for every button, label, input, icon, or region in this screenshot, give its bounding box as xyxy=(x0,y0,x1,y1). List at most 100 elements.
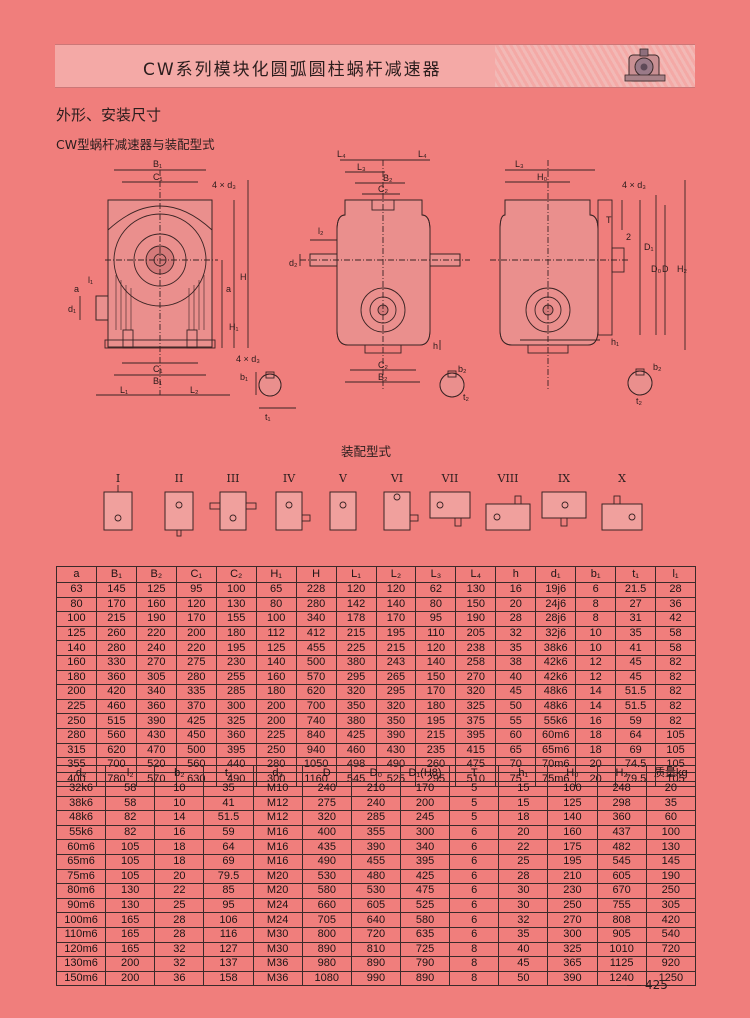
table-cell: 32k6 xyxy=(55,781,107,797)
table-cell: 60 xyxy=(495,727,537,744)
table-cell: 112 xyxy=(255,625,297,642)
column-header: B₁ xyxy=(95,566,137,583)
table-cell: 705 xyxy=(301,912,352,928)
table-cell: M16 xyxy=(252,839,303,855)
table-cell: 60 xyxy=(645,810,697,826)
table-cell: 280 xyxy=(95,640,137,656)
table-cell: 48k6 xyxy=(535,698,577,715)
label-c1-bottom: C₁ xyxy=(153,364,163,374)
table-cell: 530 xyxy=(350,883,401,899)
table-cell: 580 xyxy=(301,883,352,899)
table-cell: 350 xyxy=(335,698,377,715)
table-cell: 137 xyxy=(203,956,254,972)
table-cell: 240 xyxy=(135,640,177,656)
label-d3-bottom: 4 × d₃ xyxy=(236,354,260,364)
table-cell: 530 xyxy=(301,868,352,885)
table-cell: 335 xyxy=(175,684,217,700)
table-cell: 42 xyxy=(655,611,696,627)
table-cell: 82 xyxy=(655,698,696,715)
table-cell: 605 xyxy=(350,897,401,914)
table-cell: 105 xyxy=(105,868,156,885)
table-cell: 69 xyxy=(203,853,254,870)
column-header: C₁ xyxy=(175,566,217,583)
table-cell: 35 xyxy=(615,625,657,642)
table-cell: 32 xyxy=(154,956,205,972)
table-cell: 48k6 xyxy=(55,810,107,826)
table-cell: 230 xyxy=(547,883,598,899)
table-cell: 35 xyxy=(495,640,537,656)
table-cell: 125 xyxy=(135,582,177,598)
label-d1-flange: D₁ xyxy=(644,242,654,252)
table-cell: 360 xyxy=(95,669,137,686)
table-cell: 320 xyxy=(301,810,352,826)
table-cell: 50 xyxy=(495,698,537,715)
table-cell: 120 xyxy=(175,596,217,613)
table-cell: 160 xyxy=(547,824,598,841)
table-cell: 170 xyxy=(95,596,137,613)
table-cell: 120m6 xyxy=(55,941,107,958)
table-cell: 160 xyxy=(255,669,297,686)
table-cell: 82 xyxy=(655,669,696,686)
table-cell: 285 xyxy=(215,684,257,700)
table-cell: 106 xyxy=(203,912,254,928)
table-cell: 235 xyxy=(415,742,457,759)
table-cell: 325 xyxy=(455,698,497,715)
table-cell: 120 xyxy=(375,582,417,598)
table-cell: 380 xyxy=(335,713,377,729)
assembly-icons xyxy=(103,485,643,537)
table-cell: 40 xyxy=(498,941,549,958)
table-cell: 620 xyxy=(295,684,337,700)
flange-view xyxy=(490,160,686,390)
table-cell: 412 xyxy=(295,625,337,642)
label-l1-small: l₁ xyxy=(88,275,93,285)
column-header: L₁ xyxy=(335,566,377,583)
table-cell: 35 xyxy=(645,795,697,812)
table-cell: 480 xyxy=(350,868,401,885)
table-cell: 75m6 xyxy=(55,868,107,885)
header-banner: CW系列模块化圆弧圆柱蜗杆减速器 xyxy=(55,44,695,88)
table-cell: 810 xyxy=(350,941,401,958)
table-cell: 570 xyxy=(295,669,337,686)
table-cell: 15 xyxy=(498,781,549,797)
table-cell: 240 xyxy=(350,795,401,812)
table-cell: 165 xyxy=(105,941,156,958)
table-cell: 200 xyxy=(255,713,297,729)
table-cell: 140 xyxy=(375,596,417,613)
keyway-detail-left xyxy=(255,371,296,409)
label-h1: H₁ xyxy=(229,322,239,332)
assembly-type-label: VIII xyxy=(497,472,519,485)
table-cell: 200 xyxy=(255,698,297,715)
table-cell: 140 xyxy=(56,640,97,656)
table-cell: 180 xyxy=(215,625,257,642)
column-header: d₁ xyxy=(535,566,577,583)
table-cell: 158 xyxy=(203,970,254,987)
table-cell: 720 xyxy=(350,926,401,943)
table-cell: 300 xyxy=(215,698,257,715)
label-b1-bottom: B₁ xyxy=(153,376,162,386)
table-cell: 180 xyxy=(255,684,297,700)
table-cell: 270 xyxy=(135,654,177,671)
table-cell: 85 xyxy=(203,883,254,899)
label-h0: H₀ xyxy=(537,172,547,182)
label-l4-right: L₄ xyxy=(418,149,427,159)
table-cell: 215 xyxy=(415,727,457,744)
table-cell: 250 xyxy=(645,883,697,899)
table-cell: 6 xyxy=(449,839,500,855)
label-d-flange: D xyxy=(662,264,669,274)
table-cell: 31 xyxy=(615,611,657,627)
table-cell: 360 xyxy=(596,810,647,826)
table-cell: 280 xyxy=(295,596,337,613)
table-cell: 55 xyxy=(495,713,537,729)
table-cell: M30 xyxy=(252,926,303,943)
assembly-title: 装配型式 xyxy=(341,444,392,459)
table-cell: 10 xyxy=(154,781,205,797)
table-cell: 790 xyxy=(399,956,451,972)
table-cell: 640 xyxy=(350,912,401,928)
table-cell: 455 xyxy=(295,640,337,656)
